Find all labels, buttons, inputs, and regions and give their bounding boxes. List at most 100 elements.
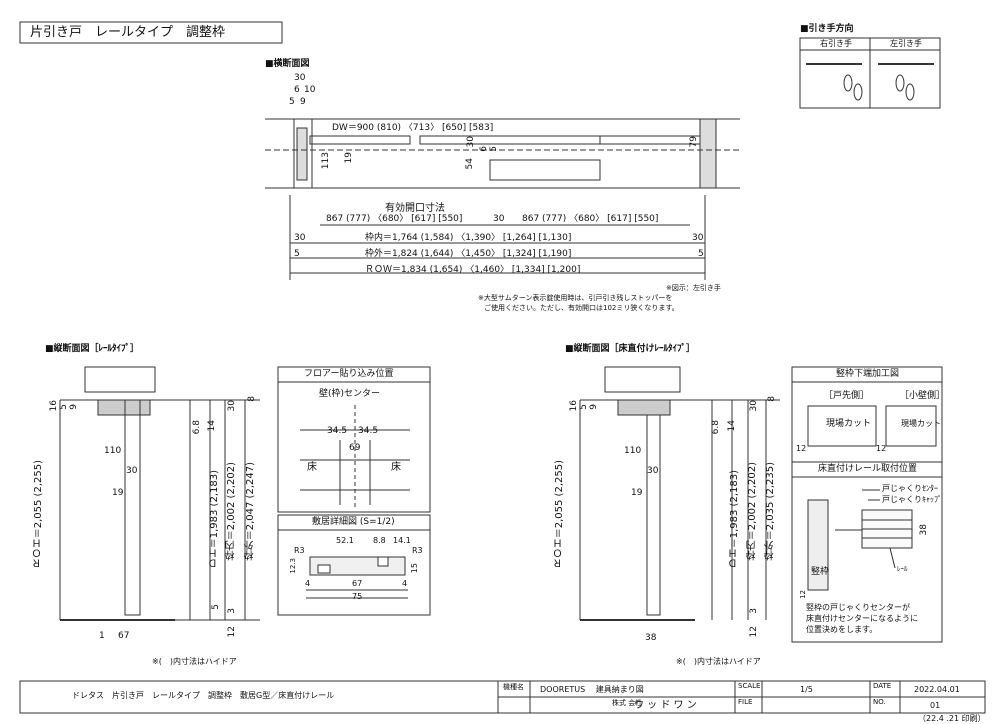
note-line1: ※大型サムターン表示錠使用時は、引戸引き残しストッパーを bbox=[478, 294, 673, 302]
rs-roh: ＲＯＨ＝2,055 (2,255) bbox=[554, 460, 565, 569]
tb-scale-label: SCALE bbox=[738, 682, 761, 690]
dim-6b: 6 bbox=[479, 146, 489, 152]
dim-30b: 30 bbox=[466, 136, 476, 148]
sill-12-3: 12.3 bbox=[289, 558, 297, 574]
row-dimension: ＲＯＷ＝1,834 (1,654) 〈1,460〉 [1,334] [1,200… bbox=[365, 265, 581, 275]
ls-bottom-12: 12 bbox=[227, 626, 237, 638]
rs-bottom-3: 3 bbox=[749, 608, 759, 614]
effective-opening-title: 有効開口寸法 bbox=[385, 203, 445, 214]
dw-dimension: DW＝900 (810) 〈713〉 [650] [583] bbox=[332, 123, 494, 133]
frame-cut-left-label: ［戸先側］ bbox=[824, 391, 870, 401]
tb-no: 01 bbox=[930, 701, 941, 710]
ls-inner-frame: 枠内＝2,002 (2,202) bbox=[226, 462, 237, 561]
ls-roh: ＲＯＨ＝2,055 (2,255) bbox=[33, 460, 44, 569]
ls-door-height: ＤＨ＝1,983 (2,183) bbox=[209, 470, 220, 569]
effective-opening-right: 867 (777) 〈680〉 [617] [550] bbox=[522, 214, 659, 224]
rs-dim-19: 19 bbox=[631, 488, 643, 498]
dim-9: 9 bbox=[300, 97, 306, 107]
rail-label: ﾚｰﾙ bbox=[897, 565, 908, 573]
tb-model-label: 機種名 bbox=[503, 683, 524, 691]
rail-title: 床直付けレール取付位置 bbox=[818, 464, 918, 474]
row2-right: 5 bbox=[698, 249, 704, 259]
ls-dim-5: 5 bbox=[59, 404, 69, 410]
page-title: 片引き戸 レールタイプ 調整枠 bbox=[30, 25, 226, 40]
rs-inner-frame: 枠内＝2,002 (2,202) bbox=[747, 462, 758, 561]
ls-dim-30: 30 bbox=[126, 466, 138, 476]
hand-right-label: 右引き手 bbox=[820, 39, 852, 48]
tb-date-label: DATE bbox=[873, 682, 892, 690]
dim-6: 6 bbox=[294, 85, 300, 95]
floor-right-label: 床 bbox=[391, 462, 401, 473]
tb-no-label: NO. bbox=[873, 698, 886, 706]
rail-tatewaku: 竪枠 bbox=[811, 567, 830, 577]
frame-cut-12-right: 12 bbox=[876, 444, 887, 453]
sill-52-1: 52.1 bbox=[336, 536, 354, 545]
floor-34-5-right: 34.5 bbox=[358, 426, 379, 436]
frame-cut-right-cut: 現場カット bbox=[901, 419, 941, 428]
ls-note: ※( )内寸法はハイドア bbox=[152, 657, 237, 666]
ls-dim-1: 1 bbox=[99, 631, 105, 641]
rs-note: ※( )内寸法はハイドア bbox=[676, 657, 761, 666]
tb-company: ウ ッ ド ワ ン bbox=[634, 700, 697, 711]
title-box bbox=[19, 21, 283, 44]
sill-4-left: 4 bbox=[305, 579, 311, 588]
floor-69: 69 bbox=[349, 443, 361, 453]
ls-top-30: 30 bbox=[227, 400, 237, 412]
tb-model: DOORETUS 建具納まり図 bbox=[540, 685, 644, 694]
floor-position-box bbox=[277, 366, 431, 513]
sill-r3-left: R3 bbox=[294, 546, 305, 555]
ls-dim-67: 67 bbox=[118, 631, 130, 641]
effective-opening-left: 867 (777) 〈680〉 [617] [550] bbox=[326, 214, 463, 224]
frame-cut-12-left: 12 bbox=[796, 444, 807, 453]
tb-print-date: （22.4 .21 印刷） bbox=[918, 714, 986, 723]
rs-dim-14: 14 bbox=[727, 420, 737, 432]
row1-left: 30 bbox=[294, 233, 306, 243]
rail-note1: 竪枠の戸じゃくりセンターが bbox=[806, 603, 910, 612]
sill-75: 75 bbox=[352, 592, 363, 601]
dim-79: 79 bbox=[689, 136, 699, 148]
rs-dim-38: 38 bbox=[645, 633, 657, 643]
dim-30: 30 bbox=[294, 73, 306, 83]
sill-title: 敷居詳細図 (S=1/2) bbox=[312, 517, 395, 527]
ls-dim-9: 9 bbox=[69, 404, 79, 410]
frame-cut-box bbox=[791, 366, 943, 463]
rs-dim-16: 16 bbox=[569, 400, 579, 412]
rs-outer-frame: 枠外＝2,035 (2,235) bbox=[765, 462, 776, 561]
tb-file-label: FILE bbox=[738, 698, 753, 706]
floor-left-label: 床 bbox=[307, 462, 317, 473]
ls-dim-68: 6.8 bbox=[192, 420, 202, 435]
dim-54: 54 bbox=[465, 158, 475, 170]
rail-note2: 床直付けセンターになるように bbox=[806, 614, 918, 623]
tb-date: 2022.04.01 bbox=[914, 685, 960, 694]
rs-bottom-12: 12 bbox=[749, 626, 759, 638]
floor-center: 壁(枠)センター bbox=[319, 389, 381, 399]
dim-10: 10 bbox=[304, 85, 316, 95]
ls-dim-110: 110 bbox=[104, 446, 122, 456]
plan-title: ■横断面図 bbox=[265, 59, 310, 69]
right-section-title: ■縦断面図［床直付けﾚｰﾙﾀｲﾌﾟ］ bbox=[565, 344, 696, 354]
frame-cut-right-label: ［小壁側］ bbox=[900, 391, 946, 401]
ls-dim-19: 19 bbox=[112, 488, 124, 498]
dim-5b: 5 bbox=[489, 146, 499, 152]
tb-scale: 1/5 bbox=[800, 685, 813, 694]
ls-outer-frame: 枠外＝2,047 (2,247) bbox=[245, 462, 256, 561]
rs-door-height: ＤＨ＝1,983 (2,183) bbox=[729, 470, 740, 569]
rail-center-label: 戸じゃくりｾﾝﾀｰ bbox=[882, 484, 938, 493]
ls-bottom-5: 5 bbox=[211, 604, 221, 610]
frame-cut-left-cut: 現場カット bbox=[826, 419, 872, 429]
hand-direction-title: ■引き手方向 bbox=[800, 24, 854, 34]
frame-cut-title: 竪枠下端加工図 bbox=[836, 369, 900, 379]
floor-title: フロアー貼り込み位置 bbox=[304, 369, 394, 379]
rail-position-box bbox=[791, 461, 943, 643]
tb-company-label: 株式 会社 bbox=[612, 699, 643, 707]
rail-cap-label: 戸じゃくりｷｬｯﾌﾟ bbox=[882, 495, 942, 504]
sill-67: 67 bbox=[352, 579, 363, 588]
hand-left-label: 左引き手 bbox=[890, 39, 922, 48]
row2-left: 5 bbox=[294, 249, 300, 259]
sill-detail-box bbox=[277, 514, 431, 616]
floor-34-5-left: 34.5 bbox=[327, 426, 348, 436]
left-section-title: ■縦断面図［ﾚｰﾙﾀｲﾌﾟ］ bbox=[45, 344, 140, 354]
sill-14-1: 14.1 bbox=[393, 536, 411, 545]
rs-dim-5: 5 bbox=[579, 404, 589, 410]
